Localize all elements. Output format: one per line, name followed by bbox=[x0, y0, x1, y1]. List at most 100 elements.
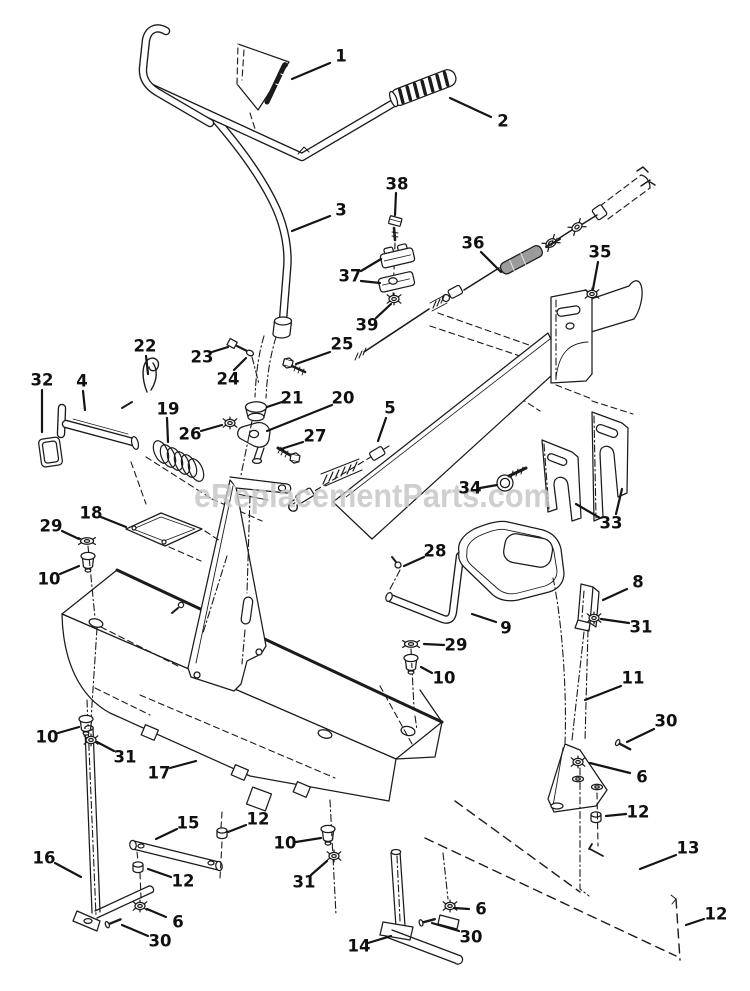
callout-17: 17 bbox=[148, 759, 198, 783]
handlebar bbox=[138, 24, 457, 339]
leader-line bbox=[309, 859, 329, 877]
leader-line bbox=[479, 250, 503, 274]
leader-line bbox=[265, 403, 334, 433]
callout-28: 28 bbox=[402, 542, 447, 568]
leader-line bbox=[574, 502, 602, 520]
part-number-label: 9 bbox=[500, 619, 511, 638]
part-number-label: 2 bbox=[497, 112, 508, 131]
leader-line bbox=[638, 853, 678, 871]
cover-plate bbox=[125, 512, 221, 562]
lever-pad bbox=[38, 436, 63, 468]
axle-bracket bbox=[550, 280, 643, 384]
leader-line bbox=[591, 260, 600, 291]
callout-6: 6 bbox=[588, 761, 648, 787]
part-number-label: 20 bbox=[332, 389, 355, 408]
callout-22: 22 bbox=[134, 337, 156, 376]
part-number-label: 25 bbox=[331, 335, 354, 354]
support-rod-14 bbox=[320, 799, 464, 965]
spacer-12 bbox=[590, 811, 602, 824]
control-panel bbox=[236, 43, 290, 133]
part-number-label: 26 bbox=[179, 425, 202, 444]
leader-line bbox=[95, 740, 116, 753]
bushing-10 bbox=[403, 653, 419, 675]
shoulder-bolt bbox=[496, 466, 528, 492]
nut-26 bbox=[222, 416, 238, 430]
part-number-label: 6 bbox=[475, 900, 486, 919]
callout-9: 9 bbox=[470, 612, 512, 638]
callout-33: 33 bbox=[574, 487, 624, 533]
part-number-label: 38 bbox=[386, 175, 409, 194]
bushing-10 bbox=[320, 824, 336, 846]
callout-30: 30 bbox=[430, 921, 482, 947]
callout-4: 4 bbox=[76, 372, 88, 412]
ghost-frame-13 bbox=[424, 800, 681, 961]
part-number-label: 28 bbox=[424, 542, 447, 561]
leader-line bbox=[588, 761, 632, 775]
leader-line bbox=[422, 642, 446, 647]
hairpin-cotter bbox=[142, 357, 160, 393]
lower-bracket-cluster bbox=[424, 743, 681, 961]
leader-line bbox=[614, 487, 624, 516]
leader-line bbox=[58, 564, 81, 576]
callout-39: 39 bbox=[356, 302, 393, 335]
callout-29: 29 bbox=[422, 636, 467, 655]
leader-line bbox=[120, 923, 150, 938]
leader-line bbox=[199, 423, 224, 433]
callout-32: 32 bbox=[31, 371, 53, 434]
part-number-label: 12 bbox=[705, 905, 728, 924]
part-number-label: 21 bbox=[281, 389, 304, 408]
part-number-label: 35 bbox=[589, 243, 612, 262]
leader-line bbox=[290, 214, 332, 233]
nut-31 bbox=[326, 849, 342, 863]
part-number-label: 17 bbox=[148, 764, 171, 783]
callout-27: 27 bbox=[279, 427, 326, 451]
leader-line bbox=[168, 759, 198, 770]
part-number-label: 39 bbox=[356, 316, 379, 335]
leader-line bbox=[430, 921, 461, 933]
leader-line bbox=[294, 350, 332, 366]
callout-20: 20 bbox=[265, 389, 355, 433]
leader-line bbox=[478, 483, 499, 490]
part-number-label: 34 bbox=[459, 479, 482, 498]
part-number-label: 5 bbox=[384, 399, 395, 418]
nut-6 bbox=[132, 899, 148, 913]
leader-line bbox=[359, 279, 382, 285]
callout-30: 30 bbox=[625, 712, 677, 744]
part-number-label: 10 bbox=[433, 669, 456, 688]
callout-8: 8 bbox=[601, 573, 644, 602]
callout-31: 31 bbox=[95, 740, 136, 767]
leader-line bbox=[53, 861, 83, 879]
leader-line bbox=[374, 302, 393, 320]
part-number-label: 30 bbox=[149, 932, 172, 951]
nut-31 bbox=[83, 733, 99, 747]
handle-grip bbox=[388, 69, 457, 108]
leader-line bbox=[684, 917, 706, 927]
part-number-label: 10 bbox=[38, 570, 61, 589]
spacer-12 bbox=[132, 861, 144, 874]
part-number-label: 18 bbox=[80, 504, 103, 523]
watermark: eReplacementParts.com bbox=[194, 477, 551, 514]
leader-line bbox=[366, 934, 393, 945]
support-rod-16 bbox=[72, 699, 155, 932]
callout-1: 1 bbox=[290, 47, 347, 81]
leader-line bbox=[470, 612, 498, 624]
callout-10: 10 bbox=[36, 725, 81, 747]
leader-line bbox=[599, 617, 631, 625]
part-number-label: 10 bbox=[274, 834, 297, 853]
part-number-label: 12 bbox=[627, 803, 650, 822]
part-number-label: 6 bbox=[172, 913, 183, 932]
leader-line bbox=[294, 836, 323, 844]
leader-line bbox=[99, 515, 128, 529]
callout-14: 14 bbox=[348, 934, 393, 956]
callout-24: 24 bbox=[217, 356, 248, 389]
brace-bar-15 bbox=[129, 811, 228, 879]
leader-line bbox=[376, 416, 388, 443]
pin-30 bbox=[103, 915, 123, 930]
callout-12: 12 bbox=[146, 867, 194, 891]
callout-12: 12 bbox=[604, 803, 650, 822]
part-number-label: 4 bbox=[76, 372, 87, 391]
clevis-pin-28 bbox=[394, 561, 402, 569]
clutch-cable bbox=[354, 166, 656, 361]
leader-line bbox=[601, 587, 629, 602]
